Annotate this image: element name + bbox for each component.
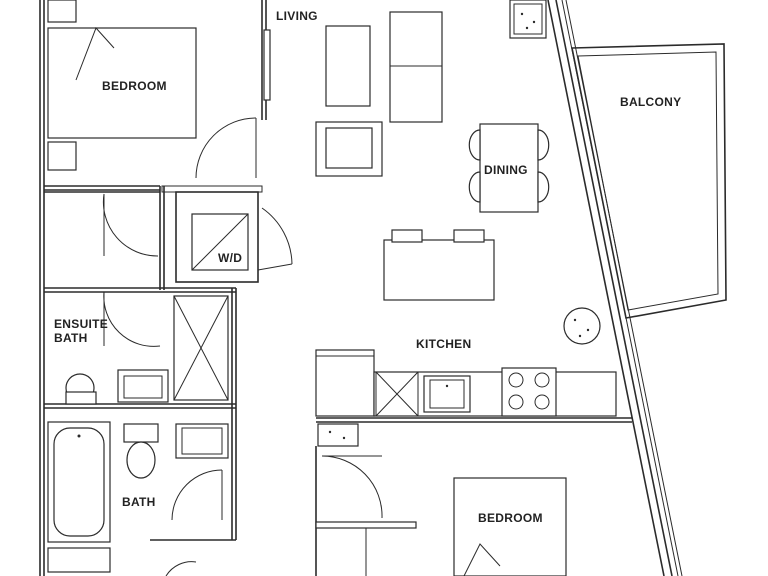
hall-closet bbox=[44, 185, 263, 290]
bed-top bbox=[47, 27, 197, 171]
planter-top bbox=[509, 0, 547, 39]
washer-dryer-closet bbox=[175, 191, 293, 283]
label-ensuite-line2: BATH bbox=[54, 331, 88, 345]
bedroom-top-walls bbox=[44, 0, 271, 191]
balcony-outline bbox=[571, 43, 727, 319]
label-bath: BATH bbox=[122, 495, 156, 509]
label-kitchen: KITCHEN bbox=[416, 337, 471, 351]
label-living: LIVING bbox=[276, 9, 318, 23]
kitchen-island bbox=[383, 229, 495, 301]
label-dining: DINING bbox=[484, 163, 528, 177]
bedroom-bottom bbox=[315, 446, 567, 576]
planter-round bbox=[563, 307, 601, 345]
label-wd: W/D bbox=[218, 251, 242, 265]
living-furniture bbox=[315, 11, 443, 177]
dining-table bbox=[468, 123, 550, 213]
label-balcony: BALCONY bbox=[620, 95, 681, 109]
label-bedroom-top: BEDROOM bbox=[102, 79, 167, 93]
label-bedroom-bottom: BEDROOM bbox=[478, 511, 543, 525]
ensuite-bath bbox=[44, 287, 237, 420]
label-ensuite-line1: ENSUITE bbox=[54, 317, 108, 331]
main-bath bbox=[47, 420, 237, 576]
bedroom-top-door bbox=[195, 117, 257, 179]
room-labels: LIVING BEDROOM BALCONY DINING W/D ENSUIT… bbox=[54, 9, 681, 525]
kitchen-counter bbox=[315, 349, 632, 447]
